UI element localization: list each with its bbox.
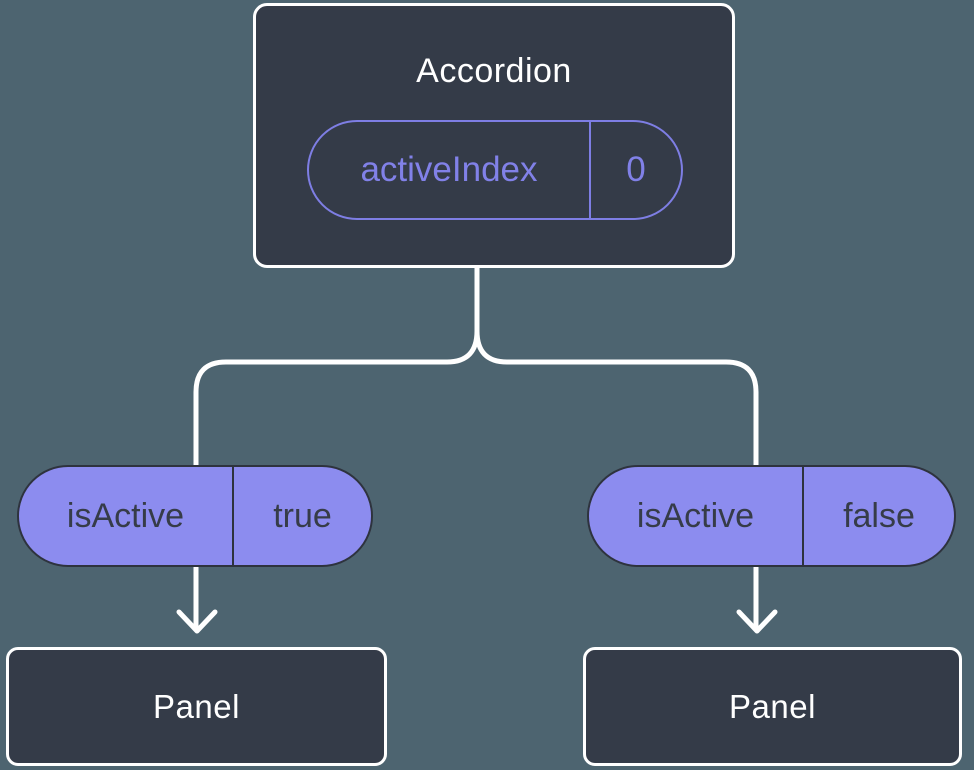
panel-node-left: Panel [6,647,387,766]
panel-node-right: Panel [583,647,962,766]
arrowhead-down-icon [176,609,218,634]
state-pill-activeindex: activeIndex 0 [307,120,683,220]
panel-node-title: Panel [729,687,816,725]
arrowhead-down-icon [736,609,778,634]
state-pill-value: 0 [589,122,681,218]
panel-node-title: Panel [153,687,240,725]
accordion-node-title: Accordion [416,52,572,90]
prop-pill-value: false [802,467,954,565]
prop-pill-isactive-true: isActive true [17,465,373,567]
connector-left-branch [193,265,480,630]
prop-pill-name: isActive [66,496,185,535]
prop-pill-name: isActive [636,496,755,535]
state-pill-name: activeIndex [360,150,538,189]
prop-pill-value: true [232,467,371,565]
prop-pill-isactive-false: isActive false [587,465,956,567]
connector-right-branch [474,265,759,630]
